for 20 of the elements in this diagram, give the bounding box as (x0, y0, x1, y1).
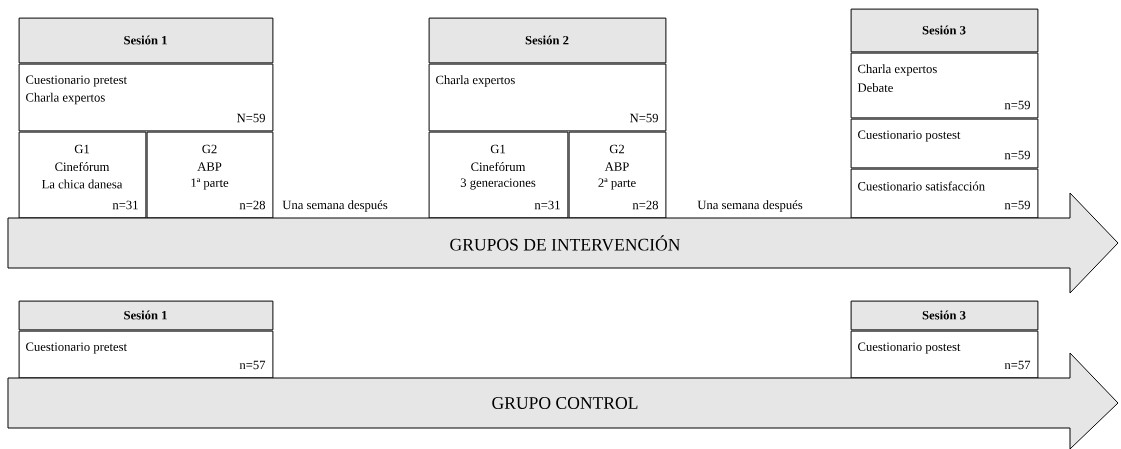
session-header: Sesión 2 (428, 17, 667, 64)
table-cell: G2 ABP 2ª parte n=28 (568, 131, 667, 219)
table-cell: Charla expertos N=59 (428, 63, 667, 132)
table-cell: Cuestionario postest n=59 (850, 118, 1039, 169)
session-header: Sesión 1 (18, 300, 274, 331)
table-cell: Cuestionario pretest Charla expertos N=59 (18, 63, 274, 132)
interval-note: Una semana después (697, 200, 803, 212)
session-header: Sesión 3 (850, 8, 1039, 53)
table-cell: Charla expertos Debate n=59 (850, 52, 1039, 119)
arrow-label: GRUPOS DE INTERVENCIÓN (450, 235, 681, 251)
session-header: Sesión 3 (850, 300, 1039, 331)
table-cell: Cuestionario pretest n=57 (18, 330, 274, 379)
table-cell: Cuestionario satisfacción n=59 (850, 168, 1039, 219)
interval-note: Una semana después (282, 200, 388, 212)
table-cell: G2 ABP 1ª parte n=28 (146, 131, 274, 219)
table-cell: G1 Cinefórum La chica danesa n=31 (18, 131, 147, 219)
session-header: Sesión 1 (18, 17, 274, 64)
table-cell: Cuestionario postest n=57 (850, 330, 1039, 379)
table-cell: G1 Cinefórum 3 generaciones n=31 (428, 131, 569, 219)
arrow-label: GRUPO CONTROL (492, 397, 638, 409)
